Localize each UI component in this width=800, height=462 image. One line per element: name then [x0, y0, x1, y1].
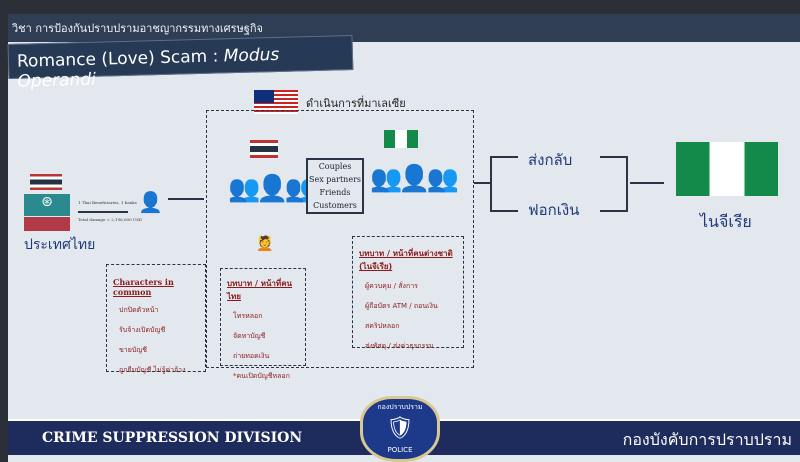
- nigerian-group-icon: 👥👤👥: [370, 164, 459, 194]
- badge-top-text: กองปราบปราม: [377, 403, 423, 411]
- bracket-left: [490, 156, 518, 212]
- beneficiary-icon: 👤: [138, 190, 163, 214]
- nigerian-box-title: บทบาท / หน้าที่คนต่างชาติ (ไนจีเรีย): [359, 249, 453, 271]
- arrow-to-beneficiary: [78, 211, 128, 213]
- list-item: โทรหลอก: [233, 312, 263, 320]
- relations-bracket: Couples Sex partners Friends Customers: [306, 158, 364, 214]
- thailand-label: ประเทศไทย: [24, 237, 96, 253]
- list-item: ขายบัญชี: [119, 346, 147, 354]
- nigeria-flag-small-icon: [384, 130, 418, 148]
- send-back-label: ส่งกลับ: [528, 151, 573, 169]
- shield-icon: 🛡: [386, 416, 414, 441]
- list-item: สคริปหลอก: [365, 322, 400, 330]
- course-subtitle: วิชา การป้องกันปราบปรามอาชญากรรมทางเศรษฐ…: [12, 22, 263, 35]
- nigeria-flag-icon: [676, 142, 778, 196]
- badge-text: POLICE: [387, 446, 413, 454]
- nigerian-role-box: บทบาท / หน้าที่คนต่างชาติ (ไนจีเรีย) ผู้…: [352, 236, 464, 350]
- police-badge-logo: กองปราบปราม 🛡 POLICE: [360, 396, 440, 462]
- bank-logo-icon: ⊛: [24, 194, 70, 216]
- list-item: ผู้ถือบัตร ATM / ถอนเงิน: [365, 302, 438, 310]
- list-item: ส่งพัสดุ / ส่งค่าธุรกรรม: [365, 342, 434, 350]
- malaysia-label: ดำเนินการที่มาเลเซีย: [306, 97, 406, 110]
- relation-customers: Customers: [313, 201, 357, 210]
- thai-role-box: บทบาท / หน้าที่คนไทย โทรหลอก จัดหาบัญชี …: [220, 268, 306, 380]
- slide-title: Romance (Love) Scam : Modus Operandi: [17, 43, 353, 92]
- common-box: Characters in common ปกปิดตัวหน้า รับจ้า…: [106, 264, 206, 374]
- thai-box-title: บทบาท / หน้าที่คนไทย: [227, 279, 293, 301]
- massage-icon: 💆: [256, 236, 274, 252]
- arrow-to-malaysia: [168, 198, 204, 200]
- list-item: ถ่ายทอดเงิน: [233, 352, 270, 360]
- slide: วิชา การป้องกันปราบปรามอาชญากรรมทางเศรษฐ…: [7, 14, 800, 462]
- list-item: จัดหาบัญชี: [233, 332, 266, 340]
- thai-group-icon: 👥👤👥: [228, 174, 317, 204]
- common-box-title: Characters in common: [113, 277, 174, 297]
- relation-sex-partners: Sex partners: [308, 175, 361, 184]
- malaysia-box: [206, 110, 474, 368]
- list-item: ผู้ควบคุม / สั่งการ: [365, 282, 418, 290]
- launder-label: ฟอกเงิน: [528, 201, 580, 219]
- nigeria-label: ไนจีเรีย: [700, 212, 752, 231]
- relation-couples: Couples: [318, 162, 352, 171]
- arrow-bottom-text: Total damage = 2,196,000 USD: [78, 217, 143, 222]
- list-item: ปกปิดตัวหน้า: [119, 306, 159, 314]
- arrow-top-text: 1 Thai Beneficiaries, 1 banks: [78, 200, 137, 205]
- top-bar: วิชา การป้องกันปราบปรามอาชญากรรมทางเศรษฐ…: [8, 14, 800, 42]
- thai-flag-icon: [30, 174, 62, 190]
- list-item: รับจ้างเปิดบัญชี: [119, 326, 166, 334]
- list-item: ถูกยืมบัญชี ไม่รู้ค่าจ้าง: [119, 366, 186, 374]
- thai-flag-small-icon: [250, 140, 278, 158]
- flag-red-bar: [24, 217, 70, 231]
- footer-division-name: CRIME SUPPRESSION DIVISION: [42, 430, 303, 446]
- relation-friends: Friends: [319, 188, 351, 197]
- title-plain: Romance (Love) Scam :: [16, 46, 225, 72]
- connector: [474, 182, 490, 184]
- bracket-right: [600, 156, 628, 212]
- arrow-to-nigeria: [630, 182, 664, 184]
- footer-thai-name: กองบังคับการปราบปราม: [622, 430, 792, 449]
- note: *คนเปิดบัญชีหลอก: [233, 372, 290, 380]
